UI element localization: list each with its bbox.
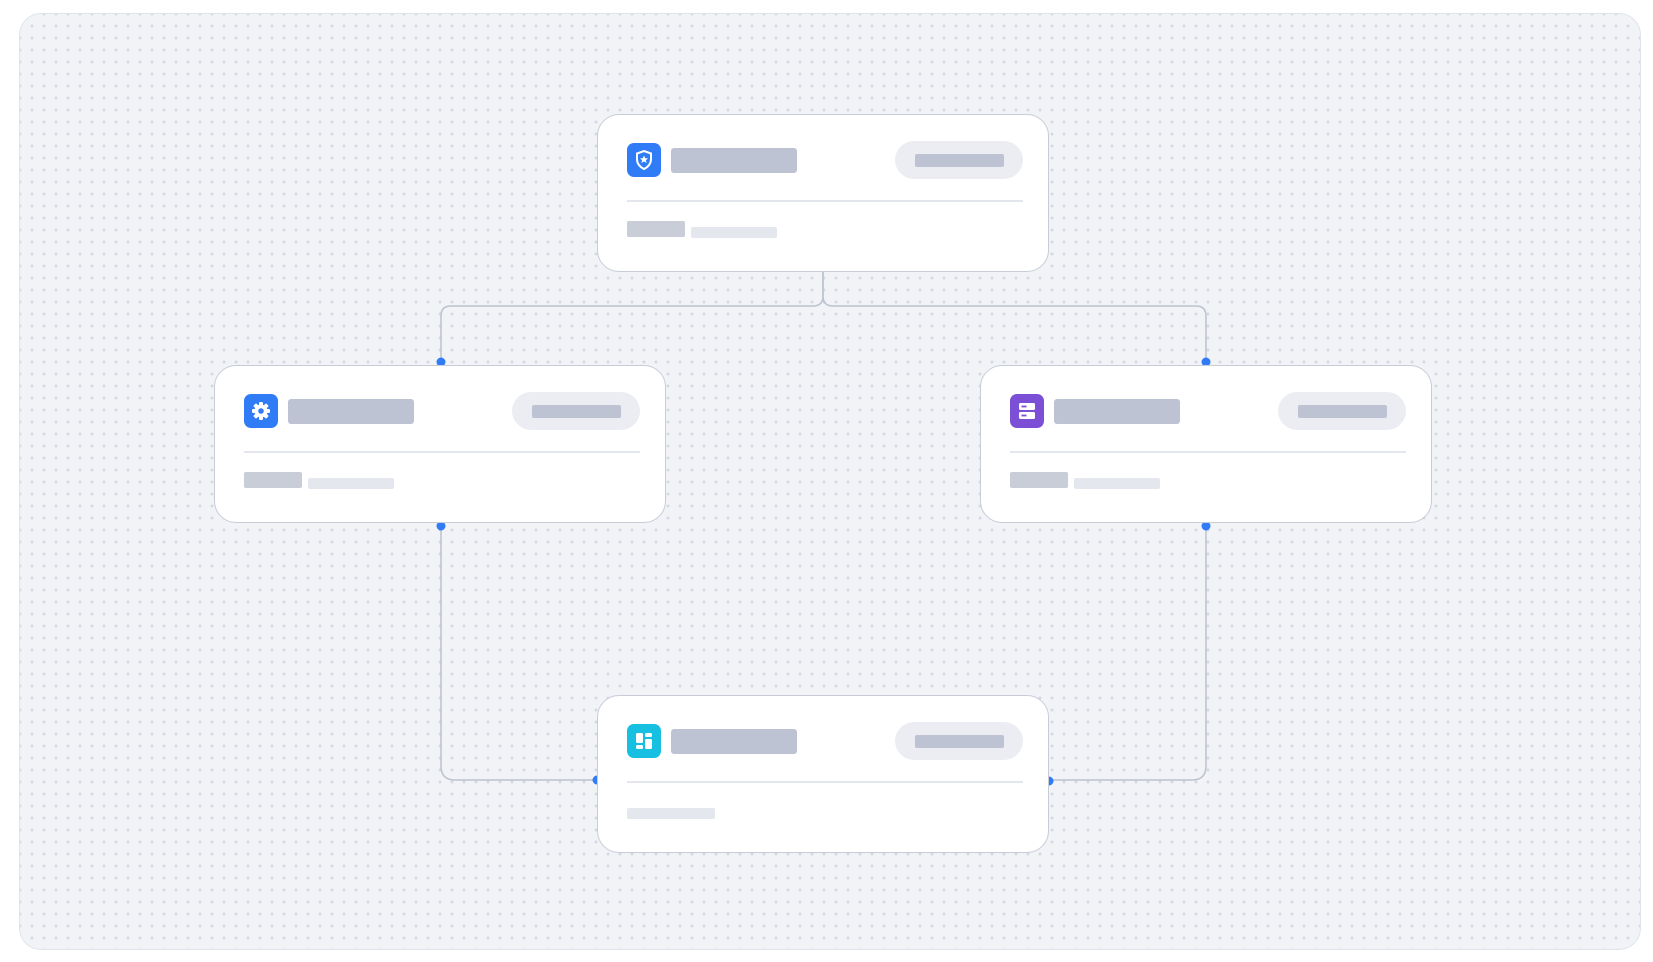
edge-right-to-bottom [1049,526,1207,781]
status-badge[interactable] [895,141,1023,179]
divider [627,781,1023,783]
status-badge-label [915,735,1004,748]
status-badge[interactable] [895,722,1023,760]
node-meta-label [1010,472,1068,488]
server-icon [1010,394,1044,428]
edge-top-to-right [822,272,1207,362]
divider [1010,451,1406,453]
node-meta-value [627,808,715,819]
status-badge-label [532,405,621,418]
node-meta-label [244,472,302,488]
node-top[interactable] [597,114,1049,272]
edge-left-to-bottom [440,526,597,781]
status-badge-label [915,154,1004,167]
node-meta-label [627,221,685,237]
edge-top-to-left [440,272,824,362]
gear-icon [244,394,278,428]
connector-dot-left-out[interactable] [436,521,446,531]
node-meta-value [308,478,394,489]
connector-dot-left-in[interactable] [436,357,446,367]
shield-star-icon [627,143,661,177]
connector-dot-right-out[interactable] [1201,521,1211,531]
node-title [288,399,414,424]
connector-dot-right-in[interactable] [1201,357,1211,367]
node-title [1054,399,1180,424]
node-meta-value [1074,478,1160,489]
node-title [671,729,797,754]
status-badge-label [1298,405,1387,418]
node-title [671,148,797,173]
node-meta-value [691,227,777,238]
status-badge[interactable] [512,392,640,430]
divider [244,451,640,453]
status-badge[interactable] [1278,392,1406,430]
divider [627,200,1023,202]
node-bottom[interactable] [597,695,1049,853]
node-left[interactable] [214,365,666,523]
node-right[interactable] [980,365,1432,523]
dashboard-icon [627,724,661,758]
